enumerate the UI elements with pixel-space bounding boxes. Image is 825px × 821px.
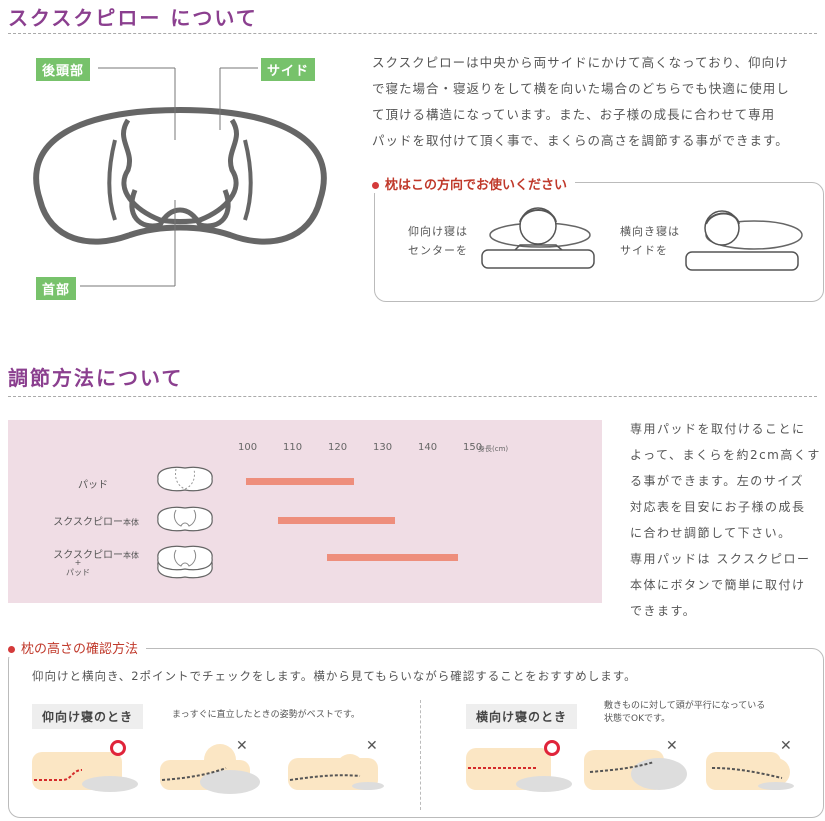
supine-bad2-illustration	[288, 754, 384, 790]
supine-note-text: まっすぐに直立したときの姿勢がベストです。	[172, 710, 360, 720]
supine-child-icon	[481, 207, 595, 269]
side-good-illustration	[466, 748, 572, 792]
description-line: 本体にボタンで簡単に取付け	[630, 578, 806, 592]
supine-note: 仰向け寝は センターを	[408, 222, 468, 260]
x-tick-label: 120	[328, 442, 348, 453]
range-bar	[327, 554, 458, 561]
x-tick-label: 140	[418, 442, 438, 453]
ng-mark-icon: ✕	[366, 738, 378, 754]
supine-line: 仰向け寝は	[408, 225, 468, 238]
sideways-line: 横向き寝は	[620, 225, 680, 238]
supine-bad1-illustration	[160, 744, 260, 794]
row-label-pillow-pad-sub: 本体	[123, 551, 139, 560]
divider	[420, 700, 421, 810]
description-line: る事ができます。左のサイズ	[630, 474, 804, 488]
label-neck: 首部	[36, 277, 77, 300]
divider	[8, 396, 817, 397]
x-tick-label: 110	[283, 442, 303, 453]
bullet-icon	[8, 646, 15, 653]
ng-mark-icon: ✕	[236, 738, 248, 754]
description-line: 専用パッドは スクスクピロー	[630, 552, 811, 566]
description-line: スクスクピローは中央から両サイドにかけて高くなっており、仰向け	[372, 55, 789, 70]
label-side: サイド	[261, 58, 316, 81]
pillow-diagram	[33, 67, 327, 287]
bullet-icon	[372, 182, 379, 189]
description-line: て頂ける構造になっています。また、お子様の成長に合わせて専用	[372, 107, 776, 122]
description-line: 対応表を目安にお子様の成長	[630, 500, 806, 514]
x-tick-label: 100	[238, 442, 258, 453]
supine-good-illustration	[32, 752, 138, 792]
divider	[8, 33, 817, 34]
pad-icon	[157, 466, 213, 492]
x-tick-label: 150	[463, 442, 483, 453]
side-label: 横向け寝のとき	[466, 704, 578, 729]
x-tick-label: 130	[373, 442, 393, 453]
description-line: 専用パッドを取付けることに	[630, 422, 806, 436]
ok-mark-icon	[110, 740, 126, 756]
section2-description: 専用パッドを取付けることに よって、まくらを約2cm高くす る事ができます。左の…	[630, 416, 825, 624]
side-bad2-illustration	[706, 752, 794, 790]
direction-heading: 枕はこの方向でお使いください	[364, 174, 576, 193]
ok-mark-icon	[544, 740, 560, 756]
ng-mark-icon: ✕	[780, 738, 792, 754]
sideways-line: サイドを	[620, 244, 668, 257]
x-axis-unit: 身長(cm)	[478, 445, 509, 453]
row-label-pillow-sub: 本体	[123, 518, 139, 527]
description-line: で寝た場合・寝返りをして横を向いた場合のどちらでも快適に使用し	[372, 81, 790, 96]
description-line: よって、まくらを約2cm高くす	[630, 448, 821, 462]
section2-title: 調節方法について	[8, 366, 184, 390]
supine-label: 仰向け寝のとき	[32, 704, 144, 729]
check-heading-text: 枕の高さの確認方法	[21, 642, 139, 657]
side-note-line: 状態でOKです。	[604, 714, 671, 724]
row-label-pillow-name: スクスクピロー	[53, 517, 123, 528]
row-label-pillow-pad-name: スクスクピロー	[53, 550, 123, 561]
pillow-pad-icon	[157, 545, 213, 579]
check-intro: 仰向けと横向き、2ポイントでチェックをします。横から見てもらいながら確認すること…	[32, 669, 637, 683]
ng-mark-icon: ✕	[666, 738, 678, 754]
pillow-icon	[157, 506, 213, 532]
row-label-pad-suffix: + パッド	[66, 558, 90, 577]
supine-line: センターを	[408, 244, 468, 257]
side-note-text: 敷きものに対して頭が平行になっている 状態でOKです。	[604, 700, 765, 726]
sideways-child-icon	[685, 210, 803, 271]
section1-title: スクスクピロー について	[8, 6, 258, 30]
range-bar	[246, 478, 354, 485]
direction-heading-text: 枕はこの方向でお使いください	[385, 178, 568, 193]
description-line: パッドを取付けて頂く事で、まくらの高さを調節する事ができます。	[372, 133, 789, 148]
row-label-pillow: スクスクピロー本体	[28, 513, 139, 528]
description-line: に合わせ調節して下さい。	[630, 526, 792, 540]
description-line: できます。	[630, 604, 697, 618]
section1-description: スクスクピローは中央から両サイドにかけて高くなっており、仰向け で寝た場合・寝返…	[372, 50, 822, 154]
check-box	[8, 648, 824, 818]
row-label-pad: パッド	[78, 480, 108, 491]
check-heading: 枕の高さの確認方法	[0, 638, 147, 657]
label-back-head: 後頭部	[36, 58, 91, 81]
sideways-note: 横向き寝は サイドを	[620, 222, 680, 260]
side-bad1-illustration	[584, 750, 687, 790]
side-note-line: 敷きものに対して頭が平行になっている	[604, 701, 766, 711]
range-bar	[277, 517, 395, 524]
row-label-pillow-pad: スクスクピロー本体	[28, 546, 139, 561]
